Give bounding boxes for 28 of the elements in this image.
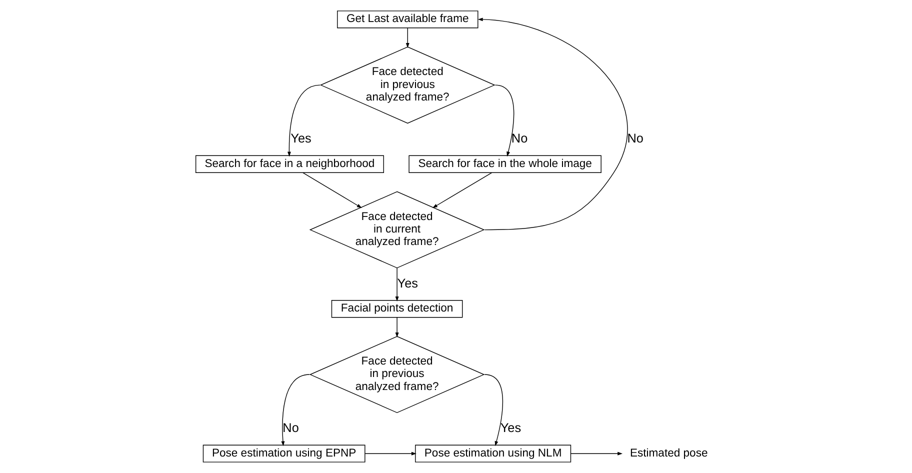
- node-diamond: Face detected in current analyzed frame?: [309, 191, 485, 268]
- edge-label: No: [282, 421, 299, 436]
- arrow: [478, 18, 628, 230]
- edge-label: Yes: [290, 132, 312, 146]
- arrow: [364, 452, 416, 456]
- node-box: Facial points detection: [331, 300, 463, 318]
- node-box: Search for face in a neighborhood: [195, 155, 384, 173]
- node-text: Estimated pose: [630, 447, 708, 460]
- edge-label: Yes: [500, 421, 522, 436]
- arrow: [494, 84, 514, 157]
- arrow: [281, 374, 310, 446]
- edge-label: No: [627, 132, 644, 146]
- arrow: [395, 268, 399, 302]
- arrow: [302, 172, 362, 208]
- edge-label: No: [511, 132, 528, 146]
- arrow: [406, 28, 410, 48]
- node-diamond: Face detected in previous analyzed frame?: [309, 336, 485, 414]
- edge-label: Yes: [397, 276, 418, 290]
- node-box: Get Last available frame: [337, 10, 478, 28]
- arrow: [570, 452, 623, 456]
- arrow: [395, 317, 399, 338]
- node-diamond: Face detected in previous analyzed frame?: [320, 46, 496, 124]
- arrow: [288, 84, 320, 157]
- node-box: Search for face in the whole image: [408, 155, 602, 173]
- arrow: [484, 374, 504, 446]
- arrow: [432, 172, 492, 208]
- node-box: Pose estimation using NLM: [415, 444, 572, 462]
- node-box: Pose estimation using EPNP: [202, 444, 366, 462]
